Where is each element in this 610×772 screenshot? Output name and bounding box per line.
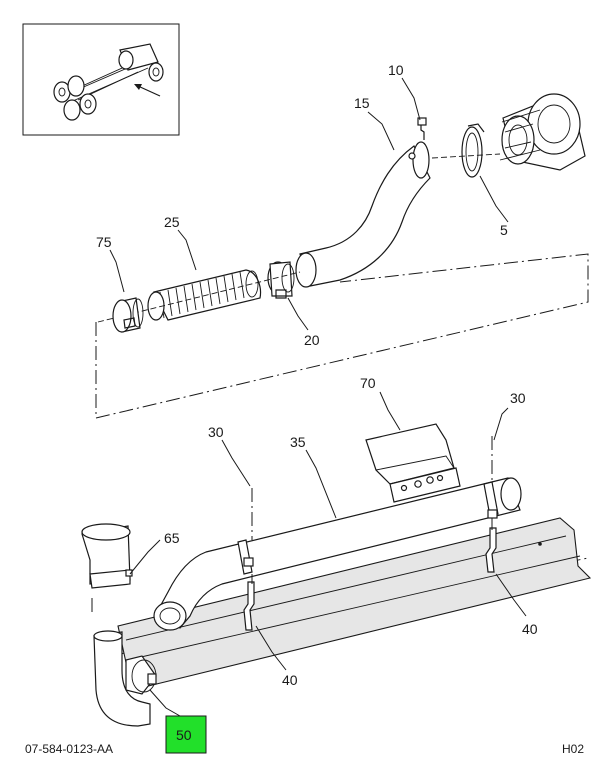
exhaust-pipe-15 xyxy=(295,141,431,288)
callout-25[interactable]: 25 xyxy=(164,214,180,230)
callout-35[interactable]: 35 xyxy=(290,434,306,450)
callout-40-right[interactable]: 40 xyxy=(522,621,538,637)
callout-15[interactable]: 15 xyxy=(354,95,370,111)
stack-elbow-50 xyxy=(93,630,157,727)
callout-75[interactable]: 75 xyxy=(96,234,112,250)
callout-10[interactable]: 10 xyxy=(388,62,404,78)
flex-hose-25 xyxy=(147,269,262,321)
callout-20[interactable]: 20 xyxy=(304,332,320,348)
callout-50-highlight xyxy=(165,715,207,754)
callout-40-left[interactable]: 40 xyxy=(282,672,298,688)
phantom-outline xyxy=(95,253,589,419)
callout-30-right[interactable]: 30 xyxy=(510,390,526,406)
locator-inset xyxy=(22,23,180,136)
truck-chassis-thumbnail xyxy=(53,43,164,121)
callout-70[interactable]: 70 xyxy=(360,375,376,391)
exhaust-pipe-35 xyxy=(153,477,522,631)
muffler-bracket-70 xyxy=(365,423,461,503)
v-band-clamp-5 xyxy=(461,123,485,178)
callout-30-left[interactable]: 30 xyxy=(208,424,224,440)
drawing-number: 07-584-0123-AA xyxy=(25,742,113,756)
bolt-10 xyxy=(417,117,427,140)
hanger-bracket-40-left xyxy=(243,581,255,631)
hanger-bracket-40-right xyxy=(485,527,497,573)
turbocharger xyxy=(499,93,586,171)
band-clamp-20 xyxy=(267,261,295,299)
leader-lines xyxy=(109,77,527,717)
callout-50[interactable]: 50 xyxy=(176,727,192,743)
callout-65[interactable]: 65 xyxy=(164,530,180,546)
callout-5[interactable]: 5 xyxy=(500,222,508,238)
band-clamp-75 xyxy=(112,297,144,333)
strap-clamp-30-left xyxy=(237,539,254,575)
rain-cap-65 xyxy=(81,523,133,589)
sheet-code: H02 xyxy=(562,742,584,756)
